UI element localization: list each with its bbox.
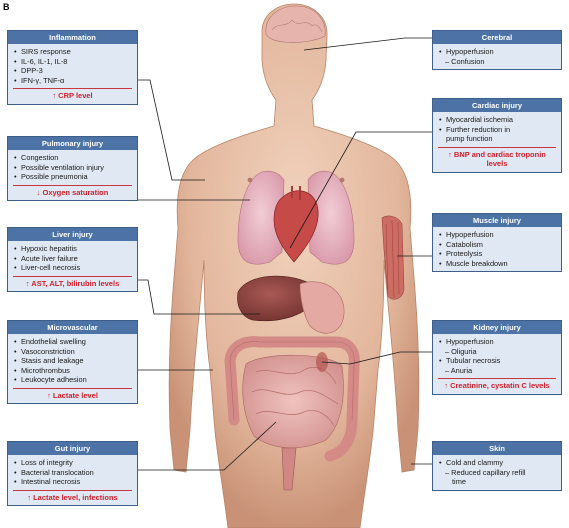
list-item: •Acute liver failure bbox=[14, 253, 78, 263]
leader-kidney bbox=[321, 351, 432, 365]
list-subitem: – Oliguria bbox=[445, 346, 477, 356]
list-item: •Tubular necrosis bbox=[439, 356, 501, 366]
heart bbox=[273, 190, 319, 263]
list-item: •Hypoperfusion bbox=[439, 337, 494, 346]
leader-cardiac bbox=[289, 131, 432, 249]
small-intestine bbox=[242, 354, 344, 449]
list-item: •Possible pneumonia bbox=[14, 172, 88, 182]
panel-letter: B bbox=[3, 2, 10, 12]
list-item: •IFN-γ, TNF-α bbox=[14, 75, 65, 85]
stomach bbox=[299, 281, 345, 334]
box-title: Muscle injury bbox=[433, 214, 561, 227]
list-item: •Proteolysis bbox=[439, 249, 483, 259]
highlight-text: ↑ AST, ALT, bilirubin levels bbox=[13, 275, 132, 291]
leader-gut bbox=[138, 421, 277, 471]
box-title: Gut injury bbox=[8, 442, 137, 455]
leader-lines bbox=[136, 37, 432, 471]
list-item: •Endothelial swelling bbox=[14, 337, 86, 346]
list-item: •Hypoperfusion bbox=[439, 47, 494, 56]
box-liver: Liver injury •Hypoxic hepatitis •Acute l… bbox=[7, 227, 138, 293]
list-item: •Further reduction in bbox=[439, 124, 511, 134]
highlight-text: ↑ Lactate level bbox=[13, 387, 132, 403]
list-item: •SIRS response bbox=[14, 47, 71, 56]
list-item: •Cold and clammy bbox=[439, 458, 504, 467]
list-item: •Microthrombus bbox=[14, 365, 70, 375]
box-muscle: Muscle injury •Hypoperfusion •Catabolism… bbox=[432, 213, 562, 273]
list-item: •Myocardial ischemia bbox=[439, 115, 513, 124]
box-title: Cardiac injury bbox=[433, 99, 561, 112]
box-kidney: Kidney injury •Hypoperfusion – Oliguria … bbox=[432, 320, 562, 395]
box-inflammation: Inflammation •SIRS response •IL-6, IL-1,… bbox=[7, 30, 138, 105]
highlight-text: ↑ CRP level bbox=[13, 88, 132, 103]
box-title: Skin bbox=[433, 442, 561, 455]
list-item: •Intestinal necrosis bbox=[14, 477, 81, 487]
box-pulmonary: Pulmonary injury •Congestion •Possible v… bbox=[7, 136, 138, 202]
box-title: Kidney injury bbox=[433, 321, 561, 334]
list-item: •Hypoperfusion bbox=[439, 230, 494, 239]
list-item-continued: pump function bbox=[446, 134, 493, 144]
leader-cerebral bbox=[303, 37, 432, 51]
highlight-text: ↓ Oxygen saturation bbox=[13, 184, 132, 200]
highlight-text: ↑ Lactate level, infections bbox=[13, 489, 132, 505]
box-title: Microvascular bbox=[8, 321, 137, 334]
list-item: •Vasoconstriction bbox=[14, 346, 75, 356]
list-item: •Muscle breakdown bbox=[439, 258, 508, 268]
leader-liver bbox=[138, 279, 260, 315]
list-item: •Liver-cell necrosis bbox=[14, 263, 81, 273]
list-item: •Loss of integrity bbox=[14, 458, 73, 467]
list-item: •Possible ventilation injury bbox=[14, 162, 104, 172]
highlight-text: ↑ BNP and cardiac troponin levels bbox=[438, 146, 556, 172]
highlight-text: ↑ Creatinine, cystatin C levels bbox=[438, 378, 556, 393]
box-microvascular: Microvascular •Endothelial swelling •Vas… bbox=[7, 320, 138, 405]
list-item: •Congestion bbox=[14, 153, 59, 162]
box-title: Pulmonary injury bbox=[8, 137, 137, 150]
list-item: •Hypoxic hepatitis bbox=[14, 244, 77, 253]
box-cardiac: Cardiac injury •Myocardial ischemia •Fur… bbox=[432, 98, 562, 173]
box-gut: Gut injury •Loss of integrity •Bacterial… bbox=[7, 441, 138, 507]
rectum bbox=[281, 447, 297, 491]
list-item: •Catabolism bbox=[439, 239, 483, 249]
list-item: •IL-6, IL-1, IL-8 bbox=[14, 56, 68, 66]
box-title: Liver injury bbox=[8, 228, 137, 241]
box-skin: Skin •Cold and clammy – Reduced capillar… bbox=[432, 441, 562, 491]
box-title: Inflammation bbox=[8, 31, 137, 44]
box-title: Cerebral bbox=[433, 31, 561, 44]
list-subitem: time bbox=[452, 477, 466, 487]
list-item: •Leukocyte adhesion bbox=[14, 375, 87, 385]
list-subitem: – Reduced capillary refill bbox=[445, 467, 526, 477]
leader-inflammation bbox=[136, 79, 205, 181]
list-subitem: – Anuria bbox=[445, 365, 473, 375]
right-lung bbox=[307, 170, 355, 265]
list-item: •Bacterial translocation bbox=[14, 467, 94, 477]
box-cerebral: Cerebral •Hypoperfusion – Confusion bbox=[432, 30, 562, 71]
list-subitem: – Confusion bbox=[445, 56, 485, 66]
list-item: •DPP-3 bbox=[14, 66, 43, 76]
brain bbox=[265, 5, 326, 43]
list-item: •Stasis and leakage bbox=[14, 356, 84, 366]
left-lung bbox=[237, 170, 285, 265]
